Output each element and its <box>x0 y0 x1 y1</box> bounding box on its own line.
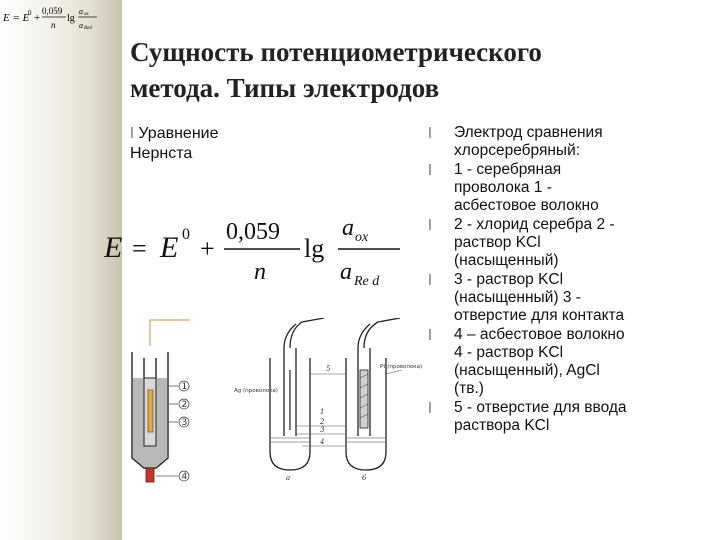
electrode-description-line: асбестовое волокно <box>454 197 599 214</box>
bullet-icon: l <box>130 126 134 142</box>
electrode-description-line: (насыщенный), AgCl <box>454 362 600 379</box>
electrode-description-line: 5 - отверстие для ввода <box>454 399 627 416</box>
electrode-diagram-left: 1 2 3 4 <box>131 319 190 483</box>
left-decorative-bar <box>0 0 122 540</box>
right-diagram-label-ag-wire: Ag (проволока) <box>234 388 278 394</box>
left-diagram-label-4: 4 <box>182 472 188 482</box>
corner-formula-lhs: E = E <box>2 12 30 24</box>
formula-numerator: 0,059 <box>226 219 280 245</box>
electrode-description-line: раствора KCl <box>454 417 550 434</box>
formula-superscript-0: 0 <box>182 226 190 243</box>
corner-formula-aox: a <box>79 7 83 16</box>
right-diagram-label-4: 4 <box>319 438 324 446</box>
electrode-description-line: хлорсеребряный: <box>454 142 581 159</box>
corner-formula-ox: ox <box>84 12 90 17</box>
right-diagram-label-3: 3 <box>320 426 325 434</box>
formula-red-subscript: Re d <box>353 274 380 289</box>
electrode-description-line: (насыщенный) 3 - <box>454 289 581 306</box>
formula-E0: E <box>159 231 178 264</box>
formula-E: E <box>104 231 122 264</box>
corner-formula-ared: a <box>79 21 83 30</box>
electrode-description-line: 3 - раствор KCl <box>454 271 564 288</box>
corner-formula: E = E 0 + 0,059 n lg a ox a Red <box>2 6 97 31</box>
corner-formula-sup: 0 <box>28 9 32 17</box>
formula-equals: = <box>132 234 147 263</box>
electrode-description-item: l 2 - хлорид серебра 2 -раствор KCl(насыщ… <box>428 216 718 270</box>
electrode-description-line: отверстие для контакта <box>454 307 625 324</box>
right-diagram-label-a: a <box>286 474 290 482</box>
electrode-description-line: (тв.) <box>454 380 484 397</box>
electrode-description-line: 4 – асбестовое волокно <box>454 326 625 343</box>
slide-title-line-1: Сущность потенциометрического <box>130 37 542 67</box>
formula-plus: + <box>200 234 215 263</box>
electrode-description-line: 1 - серебряная <box>454 161 562 178</box>
right-diagram-label-6: 6 <box>362 474 367 482</box>
left-diagram-label-3: 3 <box>182 418 188 428</box>
electrode-description-line: Электрод сравнения <box>454 124 603 141</box>
corner-formula-den: n <box>51 20 56 30</box>
electrode-description-line: 2 - хлорид серебра 2 - <box>454 216 615 233</box>
formula-lg: lg <box>304 234 324 263</box>
electrode-description-line: раствор KCl <box>454 234 541 251</box>
right-diagram-label-2: 2 <box>319 418 325 426</box>
nernst-caption-line-2: Нернста <box>130 145 193 162</box>
right-diagram-label-5: 5 <box>326 365 331 373</box>
slide-title-line-2: метода. Типы электродов <box>130 73 440 103</box>
corner-formula-num: 0,059 <box>42 6 63 16</box>
corner-formula-plus: + <box>34 12 40 24</box>
right-diagram-label-pt-wire: Pt (проволока) <box>380 364 422 370</box>
bullet-icon: l <box>428 218 432 234</box>
formula-a-ox: a <box>342 215 354 241</box>
nernst-equation: E = E 0 + 0,059 n lg a ox a Re d <box>104 215 400 289</box>
formula-a-red: a <box>340 259 352 285</box>
bullet-icon: l <box>428 273 432 289</box>
electrode-description-line: 4 - раствор KCl <box>454 344 564 361</box>
left-diagram-label-2: 2 <box>182 400 188 410</box>
electrode-description-item: l 3 - раствор KCl(насыщенный) 3 -отверсти… <box>428 271 718 325</box>
nernst-equation-caption: l Уравнение Нернста <box>130 124 290 164</box>
bullet-icon: l <box>428 328 432 344</box>
formula-ox-subscript: ox <box>355 230 369 245</box>
left-diagram-label-1: 1 <box>182 382 188 392</box>
bullet-icon: l <box>428 126 432 142</box>
electrode-diagram-right: 5 1 2 3 4 a 6 Ag (проволока) Pt (проволо… <box>234 318 422 482</box>
electrode-description-line: проволока 1 - <box>454 179 552 196</box>
bullet-icon: l <box>428 163 432 179</box>
corner-formula-red: Red <box>83 26 92 31</box>
electrode-description-line: (насыщенный) <box>454 252 559 269</box>
right-diagram-label-1: 1 <box>320 408 324 416</box>
slide-title: Сущность потенциометрического метода. Ти… <box>130 34 690 106</box>
corner-formula-lg: lg <box>67 13 75 24</box>
nernst-caption-line-1: Уравнение <box>138 125 219 142</box>
formula-denominator: n <box>254 259 266 285</box>
bullet-icon: l <box>428 401 432 417</box>
